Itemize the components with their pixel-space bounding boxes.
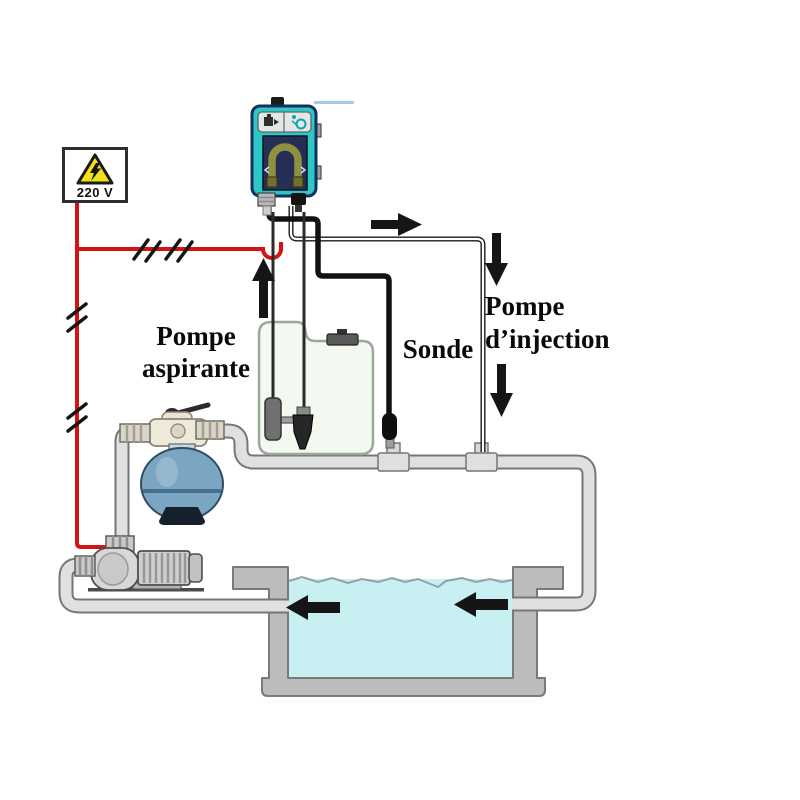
probe-body: [382, 413, 397, 440]
pool-water: [289, 579, 512, 677]
level-mark: [314, 101, 354, 104]
flow-arrow-left-icon: [286, 595, 340, 620]
pump-motor: [137, 550, 191, 586]
suction-pump-label: Pompe aspirante: [134, 320, 258, 384]
pump-inlet-union: [74, 555, 96, 577]
ph-probe: [382, 413, 397, 449]
injection-pump-label: Pompe d’injection: [485, 290, 610, 356]
wire-to-doser: [77, 242, 283, 260]
cap-nub: [337, 329, 347, 336]
suction-pump-label-line2: aspirante: [142, 353, 250, 383]
discharge-gland: [291, 193, 306, 212]
dosing-pump-device: [250, 97, 354, 216]
injection-pump-label-line1: Pompe: [485, 291, 565, 321]
circulation-pump: [74, 535, 204, 592]
sand-filter: [119, 402, 225, 525]
injection-pump-label-line2: d’injection: [485, 324, 610, 354]
wire-break-marks: [66, 238, 194, 433]
suction-gland: [257, 192, 276, 216]
container-cap: [326, 333, 359, 346]
injection-tube: [288, 206, 486, 452]
wire-to-pump: [75, 200, 112, 549]
suction-pump-label-line1: Pompe: [156, 321, 236, 351]
tube-weight: [264, 397, 282, 441]
filter-base: [159, 507, 205, 525]
probe-label: Sonde: [402, 334, 474, 364]
valve-union: [119, 423, 151, 443]
flow-arrow-down-icon: [485, 233, 508, 286]
flow-arrow-down-icon: [490, 364, 513, 417]
flow-arrow-up-icon: [252, 258, 275, 318]
probe-tee-fitting: [377, 442, 410, 472]
pool-basin: [232, 566, 564, 697]
probe-cable: [266, 207, 392, 418]
alarm-icon: [264, 114, 279, 126]
flow-arrow-left-icon: [454, 592, 508, 617]
water-surface-line: [288, 575, 513, 589]
prime-dial-icon: [291, 115, 307, 130]
flow-arrows: [252, 213, 513, 620]
high-voltage-icon: [76, 153, 114, 184]
power-label: 220 V: [76, 184, 114, 200]
peristaltic-tube-icon: [268, 143, 302, 181]
valve-union: [195, 420, 225, 440]
suction-strainer: [292, 414, 314, 450]
power-supply-box: 220 V: [62, 147, 128, 203]
chemical-container: [257, 212, 375, 456]
flow-arrow-right-icon: [371, 213, 422, 236]
